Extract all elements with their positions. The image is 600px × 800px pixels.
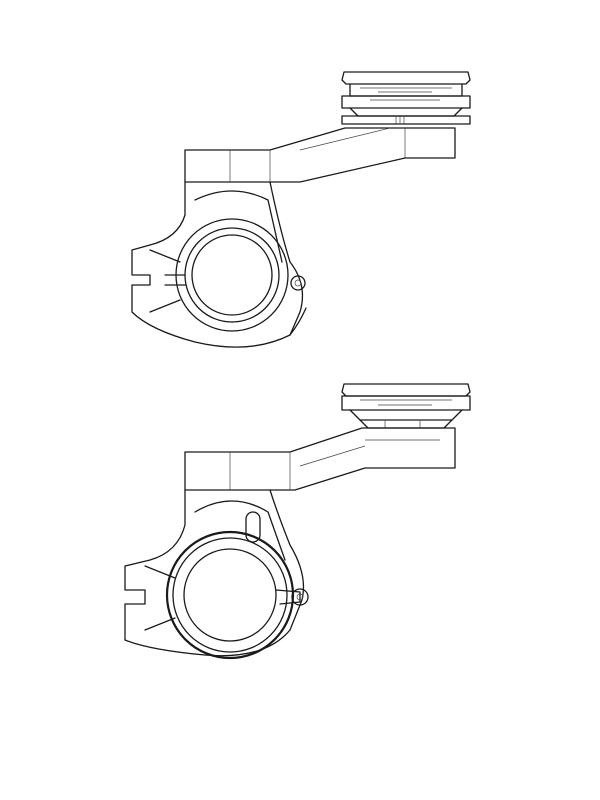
clamp-ring xyxy=(175,218,306,332)
mount-assembly-top xyxy=(131,71,471,348)
handlebar-clamp-body xyxy=(131,181,307,348)
extension-arm xyxy=(184,427,456,491)
mount-assembly-bottom xyxy=(124,383,471,660)
handlebar-clamp-body xyxy=(124,489,305,657)
phone-mount-head xyxy=(341,383,471,429)
phone-mount-head xyxy=(341,71,471,125)
extension-arm xyxy=(184,127,456,183)
clamp-ring xyxy=(165,530,309,660)
